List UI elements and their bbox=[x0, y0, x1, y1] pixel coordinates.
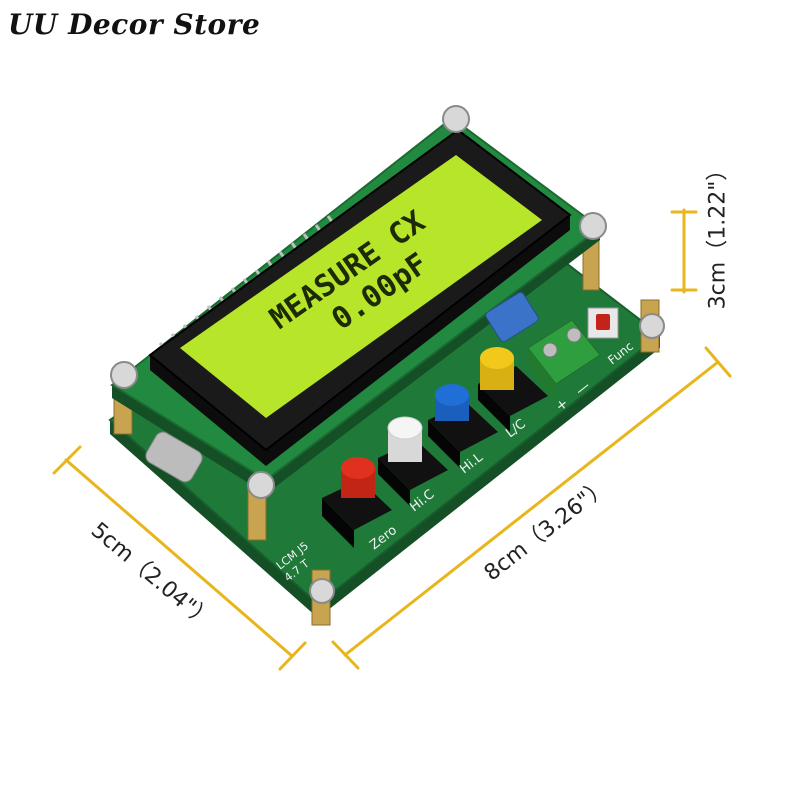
lcd-module: MEASURE CX 0.00pF bbox=[148, 128, 572, 466]
blue-button-cap[interactable] bbox=[435, 384, 469, 406]
button-zero[interactable] bbox=[322, 457, 392, 548]
func-red-button-cap[interactable] bbox=[596, 314, 610, 330]
yellow-button-cap[interactable] bbox=[480, 347, 514, 369]
trimmer-potentiometer bbox=[485, 291, 539, 343]
crystal-component bbox=[145, 431, 203, 483]
width-dimension-line bbox=[64, 458, 294, 658]
width-tick-top bbox=[52, 445, 82, 475]
screw-terminal bbox=[527, 319, 601, 402]
lcd-screen bbox=[180, 155, 542, 418]
width-tick-bottom bbox=[278, 641, 307, 671]
store-title: UU Decor Store bbox=[8, 8, 261, 41]
button-func[interactable] bbox=[587, 307, 619, 339]
button-hic[interactable] bbox=[378, 416, 448, 506]
dimension-lines bbox=[52, 208, 732, 671]
button-lc[interactable] bbox=[478, 347, 548, 432]
length-tick-right bbox=[704, 346, 732, 378]
white-button-cap[interactable] bbox=[387, 416, 423, 440]
screws bbox=[110, 105, 665, 604]
height-dimension-label: 3cm（1.22"） bbox=[705, 158, 731, 310]
red-button-cap[interactable] bbox=[341, 457, 375, 479]
length-dimension-line bbox=[343, 360, 720, 657]
button-hil[interactable] bbox=[428, 384, 498, 468]
length-tick-left bbox=[331, 640, 360, 670]
